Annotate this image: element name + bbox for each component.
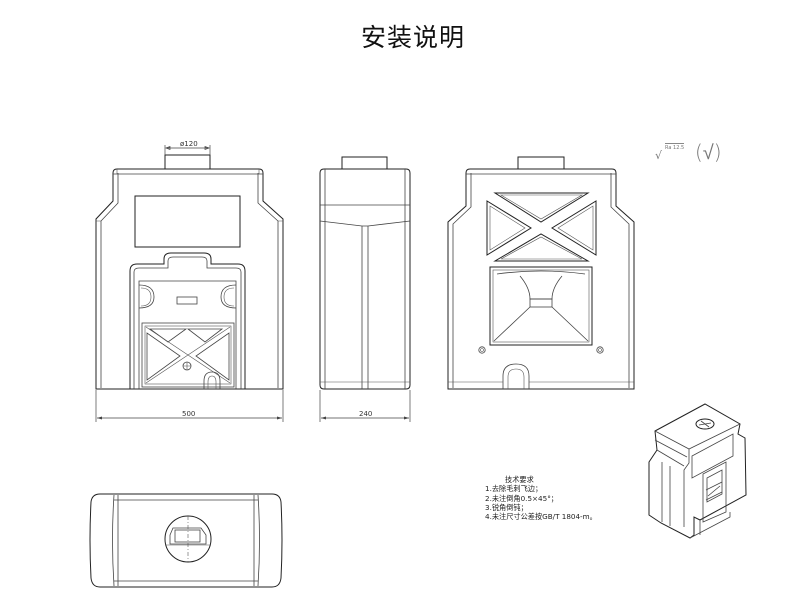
roughness-bracket: (√) [695, 140, 722, 164]
front-body-outline [95, 168, 284, 390]
rear-x-relief [486, 192, 597, 262]
side-width-label: 240 [359, 410, 372, 418]
side-body-outline [319, 168, 411, 390]
page-title: 安装说明 [360, 23, 465, 52]
requirement-item: 4.未注尺寸公差按GB/T 1804-m。 [485, 512, 597, 522]
side-view: 240 [319, 156, 411, 422]
top-view [89, 493, 283, 588]
front-view: ø120 500 [95, 140, 284, 422]
port-dimension-label: ø120 [180, 140, 198, 148]
rear-funnel-relief [489, 266, 593, 346]
top-body-outline [89, 493, 283, 588]
requirement-item: 3.锐角倒钝； [485, 502, 528, 512]
technical-requirements: 技术要求 1.去除毛刺飞边； 2.未注倒角0.5×45°； 3.锐角倒钝； 4.… [485, 475, 597, 521]
front-port [164, 154, 211, 170]
side-width-dimension: 240 [319, 390, 411, 422]
front-label-plate [134, 195, 241, 248]
roughness-value: Ra 12.5 [665, 143, 685, 151]
rear-hook [502, 363, 530, 389]
port-dimension: ø120 [164, 140, 211, 155]
front-recess [129, 252, 246, 389]
isometric-view [648, 403, 747, 539]
rear-port [517, 156, 565, 170]
front-width-label: 500 [182, 410, 195, 418]
rear-view [447, 156, 635, 390]
rear-bolt-right [596, 346, 604, 354]
rear-body-outline [447, 168, 635, 390]
requirement-item: 2.未注倒角0.5×45°； [485, 493, 558, 503]
side-port [341, 156, 388, 170]
technical-requirements-heading: 技术要求 [505, 475, 534, 484]
rear-bolt-left [478, 346, 486, 354]
front-slot [176, 296, 198, 305]
front-width-dimension: 500 [95, 390, 284, 422]
requirement-item: 1.去除毛刺飞边； [485, 484, 543, 494]
roughness-check-icon: √ [655, 149, 663, 162]
